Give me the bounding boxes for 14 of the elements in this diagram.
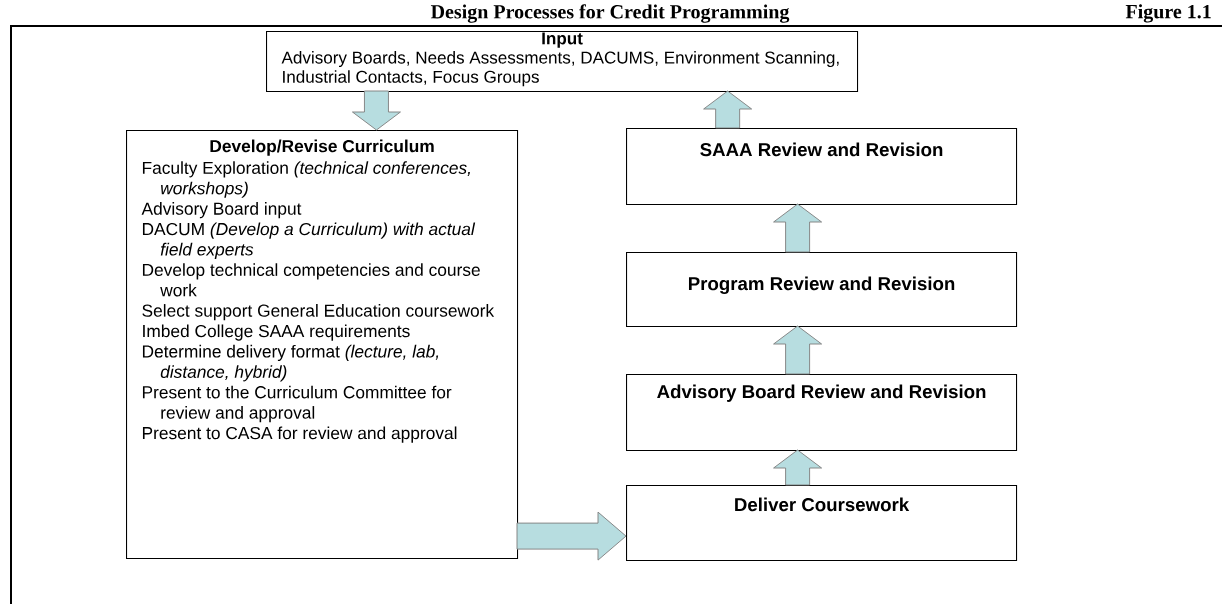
block-arrow [352, 90, 401, 131]
input-box: Input Advisory Boards, Needs Assessments, DACUMS, Environment Scanning, Industrial Contacts, Focus Groups [266, 31, 859, 93]
block-arrow [516, 511, 627, 561]
block-arrow [703, 90, 753, 129]
block-arrow [773, 449, 823, 486]
figure-number: Figure 1.1 [1125, 4, 1211, 23]
process-box: Program Review and Revision [626, 252, 1018, 328]
block-arrow [773, 325, 823, 375]
process-box: Advisory Board Review and Revision [626, 374, 1018, 452]
process-box: SAAA Review and Revision [626, 128, 1018, 206]
title: Design Processes for Credit Programming [430, 4, 790, 23]
process-box: Deliver Coursework [626, 485, 1018, 562]
process-box: Develop/Revise Curriculum Faculty Exploration (technical conferences, workshops) Advisory Board input DACUM (Develop a Curriculum) with actual field experts Develop technical competencies and course work Select support General Education coursework Imbed College SAAA requirements Determine delivery format (lecture, lab, distance, hybrid) Present to the Curriculum Committee for review and approval Present to CASA for review and approval [126, 130, 519, 560]
block-arrow [773, 203, 823, 253]
